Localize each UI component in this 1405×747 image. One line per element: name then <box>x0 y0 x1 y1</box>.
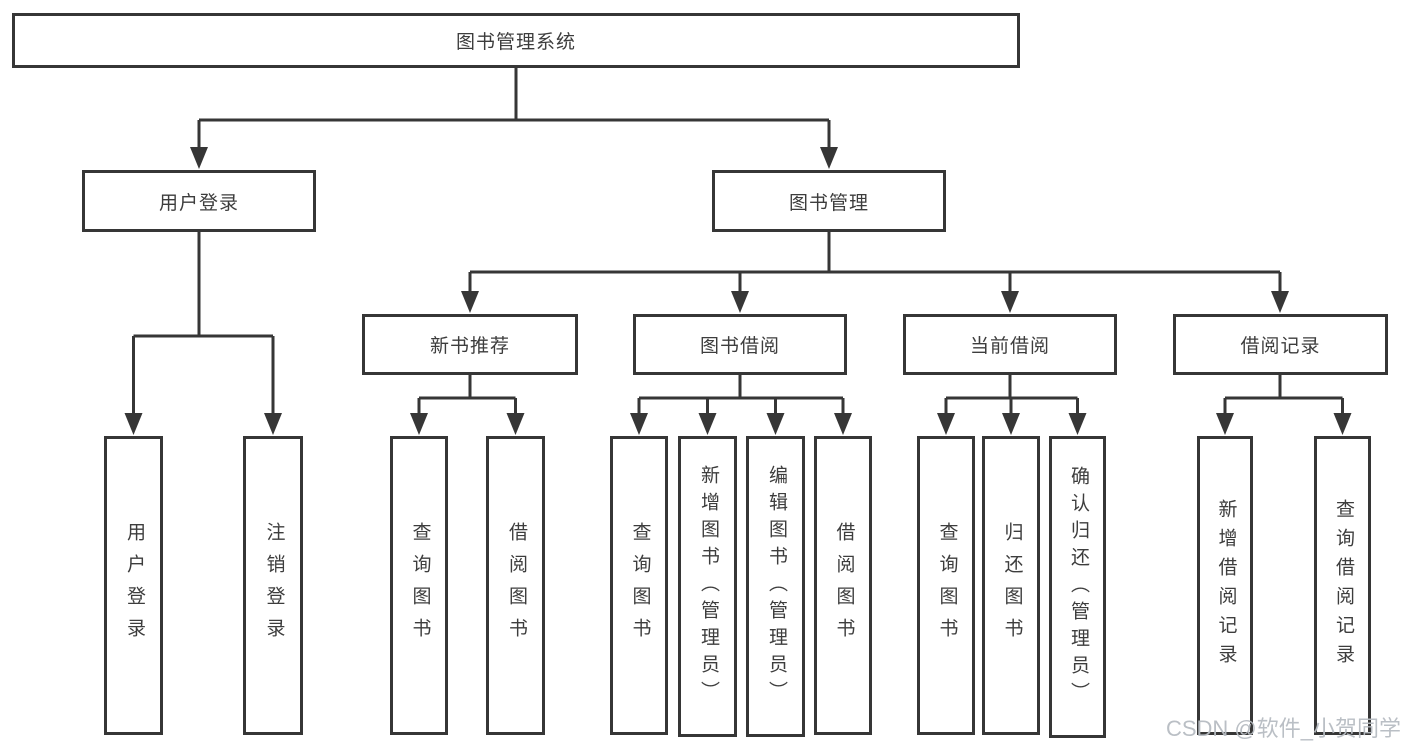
leaf-query-books-recommend: 查询图书 <box>390 436 448 735</box>
leaf-query-books-current: 查询图书 <box>917 436 975 735</box>
node-label: 借阅记录 <box>1240 336 1321 357</box>
node-label: 归还图书 <box>1001 521 1023 650</box>
leaf-edit-book-admin: 编辑图书（管理员） <box>746 436 805 737</box>
node-borrow-records: 借阅记录 <box>1173 314 1388 375</box>
node-book-management: 图书管理 <box>712 170 946 232</box>
node-label: 用户登录 <box>123 521 145 650</box>
leaf-borrow-books-borrow: 借阅图书 <box>814 436 872 735</box>
leaf-query-borrow-record: 查询借阅记录 <box>1314 436 1371 735</box>
node-user-login: 用户登录 <box>82 170 316 232</box>
node-label: 编辑图书（管理员） <box>765 465 787 708</box>
csdn-watermark: CSDN @软件_小贺同学 <box>1165 716 1401 741</box>
leaf-borrow-books-recommend: 借阅图书 <box>486 436 545 735</box>
node-label: 查询图书 <box>409 521 431 650</box>
leaf-logout: 注销登录 <box>243 436 303 735</box>
node-label: 确认归还（管理员） <box>1067 465 1089 709</box>
leaf-add-borrow-record: 新增借阅记录 <box>1197 436 1253 735</box>
node-label: 查询图书 <box>629 521 651 650</box>
node-new-book-recommend: 新书推荐 <box>362 314 578 375</box>
node-current-borrow: 当前借阅 <box>903 314 1117 375</box>
node-book-borrow: 图书借阅 <box>633 314 847 375</box>
leaf-add-book-admin: 新增图书（管理员） <box>678 436 737 737</box>
leaf-query-books-borrow: 查询图书 <box>610 436 668 735</box>
node-label: 查询借阅记录 <box>1332 498 1354 673</box>
node-label: 借阅图书 <box>505 521 527 650</box>
node-label: 当前借阅 <box>969 336 1050 357</box>
node-label: 查询图书 <box>936 521 958 650</box>
leaf-return-books: 归还图书 <box>982 436 1040 735</box>
leaf-user-login: 用户登录 <box>104 436 163 735</box>
node-label: 新书推荐 <box>429 336 510 357</box>
node-library-management-system: 图书管理系统 <box>12 13 1020 68</box>
node-label: 注销登录 <box>263 521 285 650</box>
node-label: 新增图书（管理员） <box>697 465 719 708</box>
node-label: 用户登录 <box>158 192 239 214</box>
node-label: 借阅图书 <box>833 521 855 650</box>
node-label: 图书管理 <box>788 192 869 214</box>
leaf-confirm-return-admin: 确认归还（管理员） <box>1049 436 1106 738</box>
node-label: 图书借阅 <box>699 336 780 357</box>
node-label: 图书管理系统 <box>455 32 576 53</box>
node-label: 新增借阅记录 <box>1215 498 1237 673</box>
